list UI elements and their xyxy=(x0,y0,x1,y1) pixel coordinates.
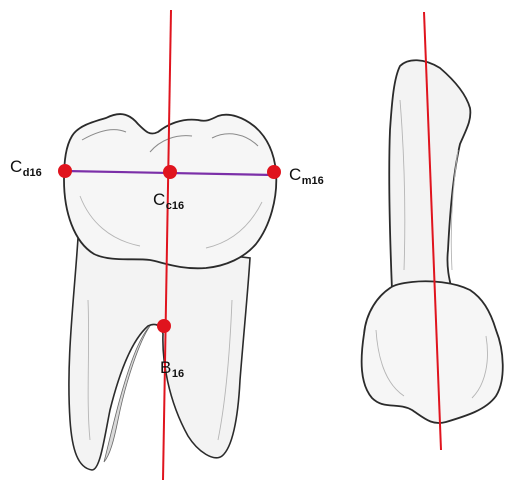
point-cc16 xyxy=(163,165,177,179)
label-cc16: Cc16 xyxy=(153,191,184,212)
label-b16-sub: 16 xyxy=(172,368,184,380)
label-b16-main: B xyxy=(160,358,171,377)
side-view-crown xyxy=(362,281,503,423)
point-cd16 xyxy=(58,164,72,178)
label-cc16-main: C xyxy=(153,190,165,209)
point-b16 xyxy=(157,319,171,333)
label-cd16: Cd16 xyxy=(10,158,42,179)
label-b16: B16 xyxy=(160,359,184,380)
label-cm16-main: C xyxy=(289,165,301,184)
label-cd16-main: C xyxy=(10,157,22,176)
label-cm16: Cm16 xyxy=(289,166,324,187)
label-cd16-sub: d16 xyxy=(23,167,42,179)
label-cm16-sub: m16 xyxy=(302,175,324,187)
label-cc16-sub: c16 xyxy=(166,200,184,212)
point-cm16 xyxy=(267,165,281,179)
molar-roots xyxy=(69,238,250,470)
